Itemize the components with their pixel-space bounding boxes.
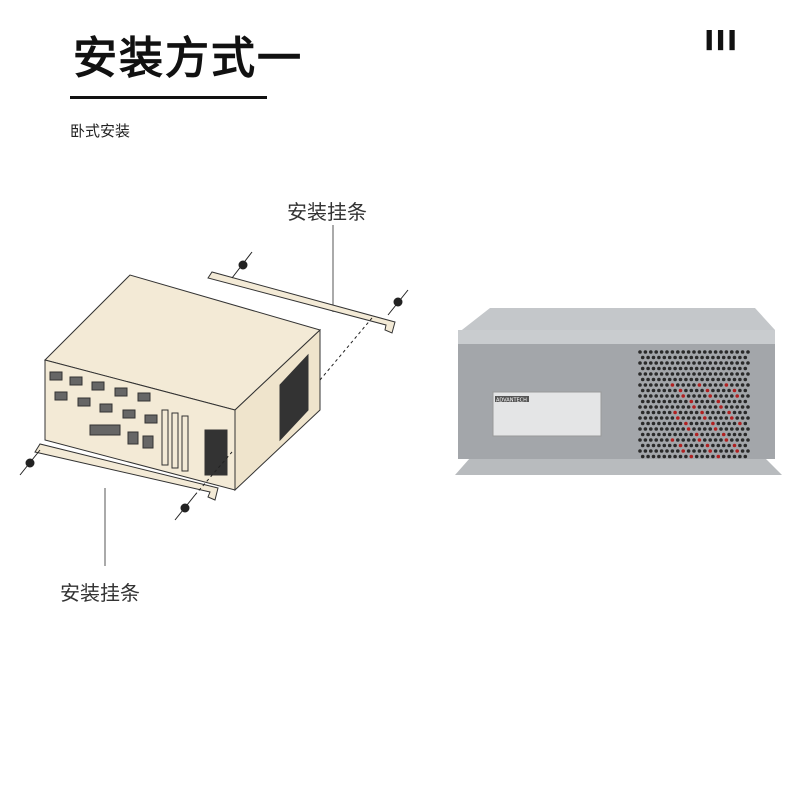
chassis-drawing: [44, 274, 321, 492]
vent-grille: [638, 350, 750, 459]
bracket-label-bottom: 安装挂条: [60, 581, 140, 605]
bracket-top: [207, 271, 396, 334]
title-underline: [70, 96, 267, 99]
brand-label: ADVANTECH: [496, 398, 527, 404]
chassis-photo: ADVANTECH: [455, 308, 782, 475]
bracket-label-top: 安装挂条: [287, 200, 367, 224]
screws: [19, 251, 409, 521]
subtitle: 卧式安装: [70, 122, 131, 140]
section-number: III: [704, 24, 739, 57]
page-title: 安装方式一: [73, 33, 303, 84]
bracket-bottom: [34, 443, 219, 501]
